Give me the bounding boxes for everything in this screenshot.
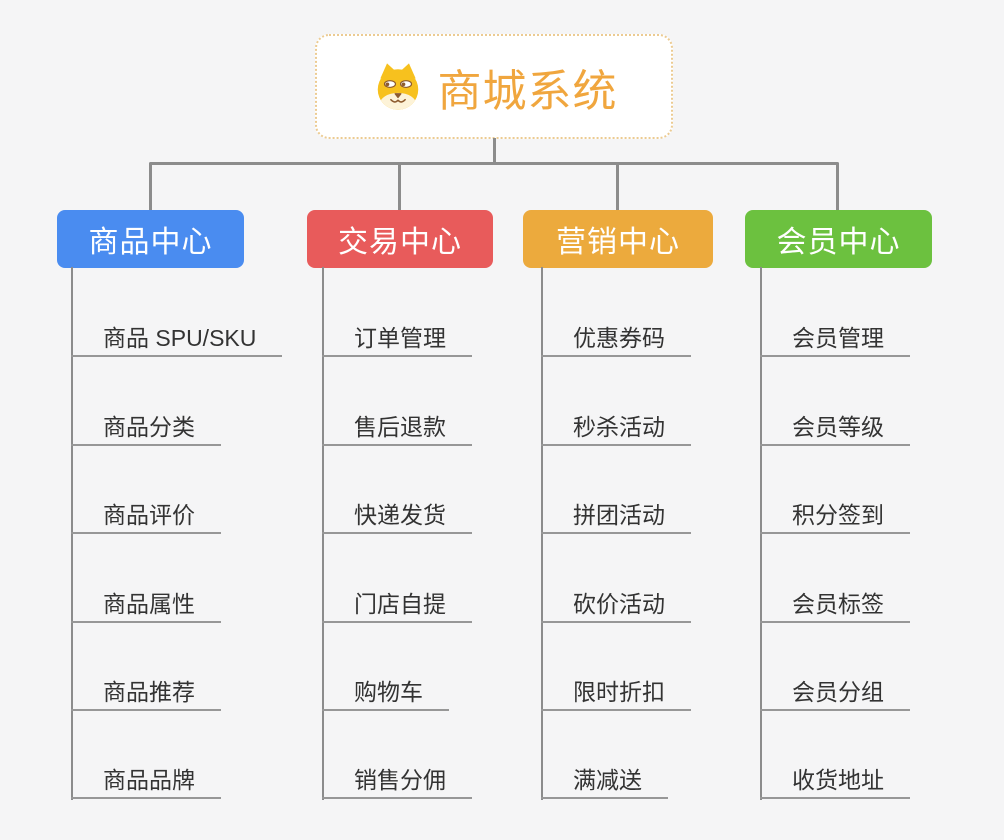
branch-label: 交易中心: [338, 226, 462, 259]
node-item[interactable]: 收货地址: [760, 763, 910, 799]
node-item[interactable]: 满减送: [541, 763, 668, 799]
connector-drop-member: [836, 163, 839, 210]
node-item[interactable]: 拼团活动: [541, 498, 691, 534]
node-item[interactable]: 商品属性: [71, 587, 221, 623]
connector-drop-product: [149, 163, 152, 210]
branch-label: 商品中心: [88, 226, 213, 259]
connector-bus: [149, 162, 839, 165]
node-item[interactable]: 商品品牌: [71, 763, 221, 799]
root-node[interactable]: 商城系统: [315, 34, 673, 139]
node-item[interactable]: 商品 SPU/SKU: [71, 321, 283, 357]
node-item[interactable]: 商品推荐: [71, 675, 221, 711]
root-title: 商城系统: [437, 66, 618, 116]
connector-root-stem: [493, 138, 496, 164]
node-item[interactable]: 砍价活动: [541, 587, 691, 623]
branch-node-trade-center[interactable]: 交易中心: [307, 210, 493, 268]
branch-label: 会员中心: [776, 226, 901, 259]
node-item[interactable]: 商品分类: [71, 410, 221, 446]
node-item[interactable]: 优惠券码: [541, 321, 691, 357]
node-item[interactable]: 秒杀活动: [541, 410, 691, 446]
branch-node-product-center[interactable]: 商品中心: [57, 210, 244, 268]
node-item[interactable]: 购物车: [322, 675, 449, 711]
node-item[interactable]: 会员标签: [760, 587, 910, 623]
node-item[interactable]: 会员等级: [760, 410, 910, 446]
node-item[interactable]: 售后退款: [322, 410, 472, 446]
node-item[interactable]: 会员管理: [760, 321, 910, 357]
branch-node-marketing-center[interactable]: 营销中心: [523, 210, 713, 268]
node-item[interactable]: 快递发货: [322, 498, 472, 534]
dog-face-icon: [377, 62, 418, 110]
node-item[interactable]: 会员分组: [760, 675, 910, 711]
connector-drop-marketing: [616, 163, 619, 210]
branch-node-member-center[interactable]: 会员中心: [745, 210, 932, 268]
node-item[interactable]: 积分签到: [760, 498, 910, 534]
connector-drop-trade: [398, 163, 401, 210]
node-item[interactable]: 门店自提: [322, 587, 472, 623]
node-item[interactable]: 商品评价: [71, 498, 221, 534]
node-item[interactable]: 限时折扣: [541, 675, 691, 711]
node-item[interactable]: 销售分佣: [322, 763, 472, 799]
node-item[interactable]: 订单管理: [322, 321, 472, 357]
branch-label: 营销中心: [556, 226, 680, 259]
